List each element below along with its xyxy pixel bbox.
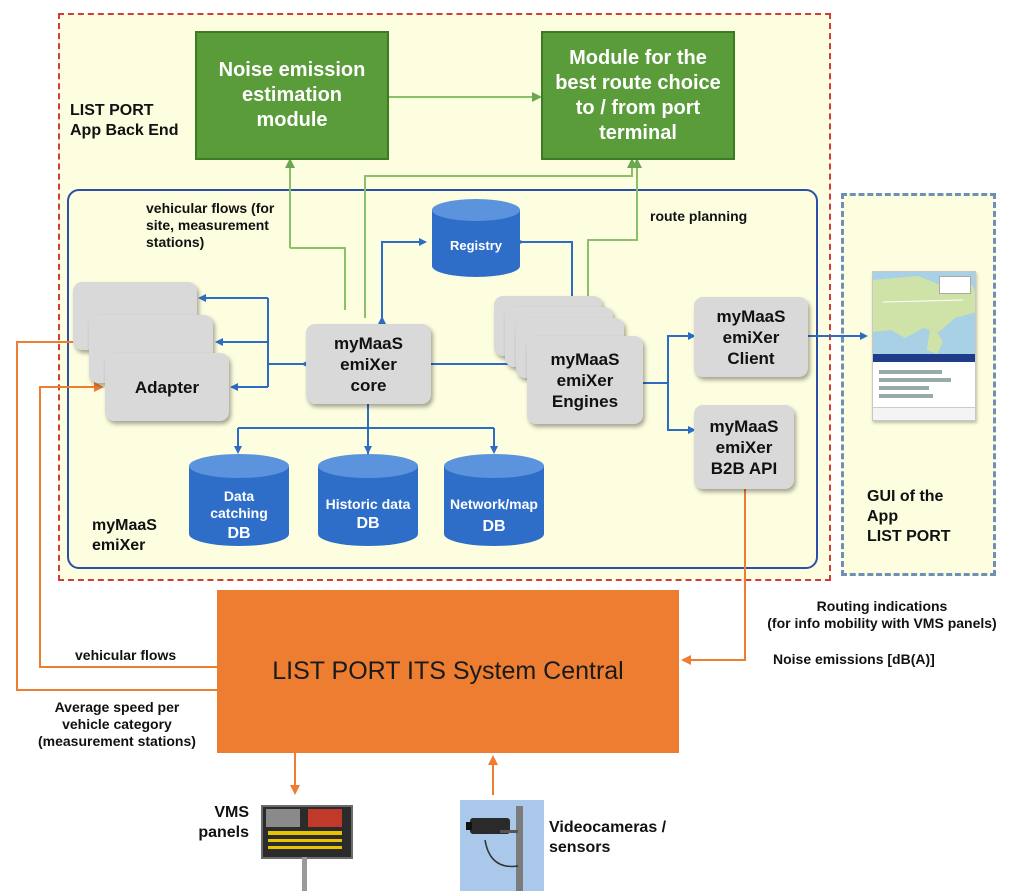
registry-label: Registry: [449, 238, 503, 253]
network-map-label: Network/map: [450, 496, 538, 512]
historic-data-db: [318, 454, 418, 546]
data-catching-db-label: DB: [227, 525, 251, 542]
videocamera-image: [460, 800, 544, 891]
its-system-central: LIST PORT ITS System Central: [217, 590, 679, 753]
emixer-engines: myMaaS emiXer Engines: [527, 336, 643, 424]
network-map-db: [444, 454, 544, 546]
route-module: Module for the best route choice to / fr…: [541, 31, 735, 160]
map-view: [873, 272, 975, 354]
registry-db: [432, 199, 520, 277]
route-planning-label: route planning: [650, 208, 748, 224]
emixer-client: myMaaS emiXer Client: [694, 297, 808, 377]
emixer-core: myMaaS emiXer core: [306, 324, 431, 404]
vms-label: VMS panels: [198, 804, 249, 841]
noise-module: Noise emission estimation module: [195, 31, 389, 160]
noise-emissions-label: Noise emissions [dB(A)]: [773, 651, 935, 667]
adapter-box: Adapter: [105, 353, 229, 421]
emixer-b2b-api: myMaaS emiXer B2B API: [694, 405, 794, 489]
videocameras-label: Videocameras / sensors: [549, 819, 667, 856]
data-catching-db: [189, 454, 289, 546]
average-speed-arrow: [16, 337, 217, 691]
engines-to-route-arrow: [587, 158, 642, 325]
vehicular-flows-arrow: [39, 382, 217, 668]
network-map-db-label: DB: [482, 518, 506, 535]
routing-indications-label: Routing indications (for info mobility w…: [767, 598, 997, 631]
app-screenshot: [872, 271, 976, 421]
vehicular-flows-label: vehicular flows: [75, 647, 177, 663]
average-speed-label: Average speed per vehicle category (meas…: [38, 699, 196, 749]
data-catching-label: Data catching: [210, 488, 268, 521]
gui-label: GUI of the App LIST PORT: [867, 488, 951, 545]
emixer-label: myMaaS emiXer: [92, 517, 157, 554]
historic-data-db-label: DB: [356, 515, 380, 532]
routing-arrow: [681, 489, 746, 665]
vms-panel-image: [258, 799, 354, 891]
historic-data-label: Historic data: [325, 496, 411, 512]
core-to-route-arrow: [364, 158, 637, 318]
emixer-container: [67, 189, 818, 569]
back-end-title: LIST PORT App Back End: [70, 102, 179, 139]
vehicular-flows-site-label: vehicular flows (for site, measurement s…: [146, 200, 275, 250]
